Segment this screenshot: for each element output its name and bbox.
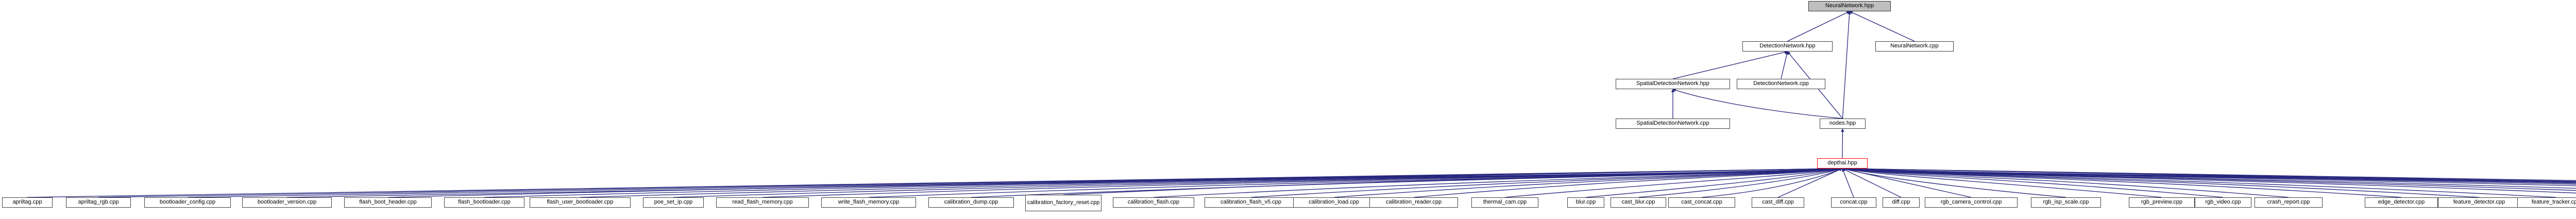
edge-n2-to-n0 bbox=[1849, 11, 1915, 42]
edge-L24-to-n7 bbox=[1842, 167, 1972, 198]
graph-node-feature-detector-cpp[interactable]: feature_detector.cpp bbox=[2438, 197, 2520, 208]
edge-L13-to-n7 bbox=[1153, 167, 1843, 198]
edge-L37-to-n7 bbox=[1842, 167, 2576, 184]
edge-n6-to-n0 bbox=[1842, 11, 1851, 119]
edge-L14-to-n7 bbox=[1250, 167, 1843, 198]
edge-L34-to-n7 bbox=[1842, 167, 2576, 189]
graph-node-rgb-camera-control-cpp[interactable]: rgb_camera_control.cpp bbox=[1925, 197, 2018, 208]
edge-L28-to-n7 bbox=[1842, 167, 2289, 198]
graph-node-calibration-reader-cpp[interactable]: calibration_reader.cpp bbox=[1369, 197, 1458, 208]
graph-node-flash-bootloader-cpp[interactable]: flash_bootloader.cpp bbox=[444, 197, 524, 208]
edge-L19-to-n7 bbox=[1638, 167, 1843, 198]
graph-node-thermal-cam-cpp[interactable]: thermal_cam.cpp bbox=[1471, 197, 1538, 208]
graph-node-spatialdetectionnetwork-hpp[interactable]: SpatialDetectionNetwork.hpp bbox=[1616, 79, 1730, 89]
graph-node-depthai-hpp[interactable]: depthai.hpp bbox=[1817, 158, 1868, 169]
graph-node-diff-cpp[interactable]: diff.cpp bbox=[1883, 197, 1920, 208]
graph-node-concat-cpp[interactable]: concat.cpp bbox=[1831, 197, 1876, 208]
edge-L27-to-n7 bbox=[1842, 167, 2224, 198]
graph-node-cast-diff-cpp[interactable]: cast_diff.cpp bbox=[1752, 197, 1804, 208]
graph-node-neuralnetwork-cpp[interactable]: NeuralNetwork.cpp bbox=[1875, 41, 1954, 52]
edge-L6-to-n7 bbox=[484, 167, 1843, 198]
edge-L42-to-n7 bbox=[1842, 166, 2576, 180]
edge-L3-to-n7 bbox=[187, 166, 1843, 198]
graph-node-calibration-dump-cpp[interactable]: calibration_dump.cpp bbox=[928, 197, 1014, 208]
edge-L26-to-n7 bbox=[1842, 167, 2162, 198]
edge-n7-to-n6 bbox=[1841, 128, 1844, 159]
graph-node-read-flash-memory-cpp[interactable]: read_flash_memory.cpp bbox=[716, 197, 809, 208]
graph-node-apriltag-cpp[interactable]: apriltag.cpp bbox=[2, 197, 53, 208]
edge-L1-to-n7 bbox=[27, 166, 1843, 198]
edge-L23-to-n7 bbox=[1842, 168, 1902, 198]
edge-L22-to-n7 bbox=[1842, 168, 1854, 198]
graph-node-detectionnetwork-hpp[interactable]: DetectionNetwork.hpp bbox=[1742, 41, 1833, 52]
edge-L4-to-n7 bbox=[286, 166, 1843, 198]
graph-node-neuralnetwork-hpp[interactable]: NeuralNetwork.hpp bbox=[1808, 1, 1891, 11]
edge-L21-to-n7 bbox=[1777, 168, 1843, 198]
graph-node-calibration-flash-v5-cpp[interactable]: calibration_flash_v5.cpp bbox=[1205, 197, 1297, 208]
edge-L20-to-n7 bbox=[1701, 168, 1843, 198]
graph-node-detectionnetwork-cpp[interactable]: DetectionNetwork.cpp bbox=[1737, 79, 1825, 89]
graph-node-crash-report-cpp[interactable]: crash_report.cpp bbox=[2255, 197, 2323, 208]
graph-node-rgb-isp-scale-cpp[interactable]: rgb_isp_scale.cpp bbox=[2031, 197, 2101, 208]
edge-L32-to-n7 bbox=[1842, 167, 2576, 194]
edge-L25-to-n7 bbox=[1842, 167, 2066, 198]
edge-n4-to-n1 bbox=[1781, 51, 1789, 79]
graph-node-write-flash-memory-cpp[interactable]: write_flash_memory.cpp bbox=[821, 197, 916, 208]
edge-n6-to-n3 bbox=[1672, 88, 1843, 119]
edge-L38-to-n7 bbox=[1842, 167, 2576, 183]
edge-n1-to-n0 bbox=[1787, 11, 1850, 42]
graph-node-flash-user-bootloader-cpp[interactable]: flash_user_bootloader.cpp bbox=[530, 197, 631, 208]
graph-node-cast-blur-cpp[interactable]: cast_blur.cpp bbox=[1611, 197, 1666, 208]
edge-L12-to-n7 bbox=[1063, 167, 1843, 195]
edge-L11-to-n7 bbox=[971, 167, 1843, 198]
graph-node-poe-set-ip-cpp[interactable]: poe_set_ip.cpp bbox=[643, 197, 704, 208]
graph-node-spatialdetectionnetwork-cpp[interactable]: SpatialDetectionNetwork.cpp bbox=[1616, 119, 1730, 129]
edge-L33-to-n7 bbox=[1842, 167, 2576, 191]
graph-node-apriltag-rgb-cpp[interactable]: apriltag_rgb.cpp bbox=[66, 197, 131, 208]
edge-L36-to-n7 bbox=[1842, 167, 2576, 185]
graph-node-rgb-preview-cpp[interactable]: rgb_preview.cpp bbox=[2129, 197, 2195, 208]
graph-node-nodes-hpp[interactable]: nodes.hpp bbox=[1820, 119, 1866, 129]
edge-L39-to-n7 bbox=[1842, 166, 2576, 182]
graph-node-calibration-flash-cpp[interactable]: calibration_flash.cpp bbox=[1113, 197, 1194, 208]
edge-L31-to-n7 bbox=[1842, 167, 2556, 198]
edge-L30-to-n7 bbox=[1842, 167, 2480, 198]
edge-L8-to-n7 bbox=[673, 167, 1843, 198]
edge-L2-to-n7 bbox=[98, 166, 1843, 198]
edge-n3-to-n1 bbox=[1672, 50, 1788, 79]
graph-node-bootloader-version-cpp[interactable]: bootloader_version.cpp bbox=[242, 197, 332, 208]
edge-L16-to-n7 bbox=[1413, 167, 1843, 198]
edge-L40-to-n7 bbox=[1842, 166, 2576, 182]
graph-node-blur-cpp[interactable]: blur.cpp bbox=[1567, 197, 1604, 208]
edge-L7-to-n7 bbox=[580, 167, 1843, 198]
graph-node-feature-tracker-cpp[interactable]: feature_tracker.cpp bbox=[2517, 197, 2576, 208]
graph-node-calibration-factory-reset-cpp[interactable]: calibration_factory_reset.cpp bbox=[1025, 195, 1101, 211]
graph-node-rgb-video-cpp[interactable]: rgb_video.cpp bbox=[2195, 197, 2251, 208]
edge-L29-to-n7 bbox=[1842, 167, 2402, 198]
edge-L15-to-n7 bbox=[1333, 167, 1843, 198]
graph-node-bootloader-config-cpp[interactable]: bootloader_config.cpp bbox=[144, 197, 231, 208]
edge-L41-to-n7 bbox=[1842, 166, 2576, 181]
edge-L35-to-n7 bbox=[1842, 167, 2576, 187]
edge-L5-to-n7 bbox=[387, 166, 1843, 198]
graph-node-edge-detector-cpp[interactable]: edge_detector.cpp bbox=[2365, 197, 2438, 208]
graph-node-cast-concat-cpp[interactable]: cast_concat.cpp bbox=[1668, 197, 1735, 208]
edge-L18-to-n7 bbox=[1585, 167, 1843, 198]
graph-node-calibration-load-cpp[interactable]: calibration_load.cpp bbox=[1293, 197, 1375, 208]
edge-L10-to-n7 bbox=[868, 167, 1843, 198]
edge-L9-to-n7 bbox=[762, 167, 1843, 198]
graph-node-flash-boot-header-cpp[interactable]: flash_boot_header.cpp bbox=[344, 197, 432, 208]
edge-L17-to-n7 bbox=[1504, 167, 1843, 198]
